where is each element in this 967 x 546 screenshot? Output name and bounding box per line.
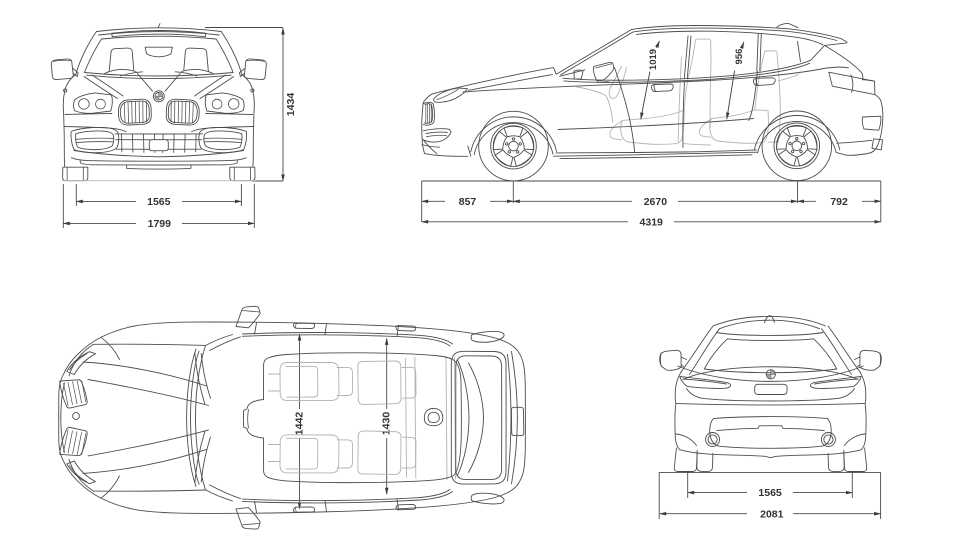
svg-text:1430: 1430 — [380, 412, 392, 436]
svg-text:2081: 2081 — [760, 508, 784, 520]
svg-text:1799: 1799 — [148, 218, 172, 230]
svg-text:4319: 4319 — [640, 217, 664, 229]
svg-text:792: 792 — [830, 196, 848, 208]
svg-text:1442: 1442 — [293, 412, 305, 436]
svg-text:857: 857 — [459, 196, 477, 208]
svg-text:1565: 1565 — [147, 196, 171, 208]
svg-text:1434: 1434 — [285, 93, 297, 117]
svg-text:1565: 1565 — [758, 487, 782, 499]
svg-text:1019: 1019 — [648, 49, 659, 70]
svg-text:2670: 2670 — [644, 196, 668, 208]
svg-text:956: 956 — [734, 49, 745, 65]
